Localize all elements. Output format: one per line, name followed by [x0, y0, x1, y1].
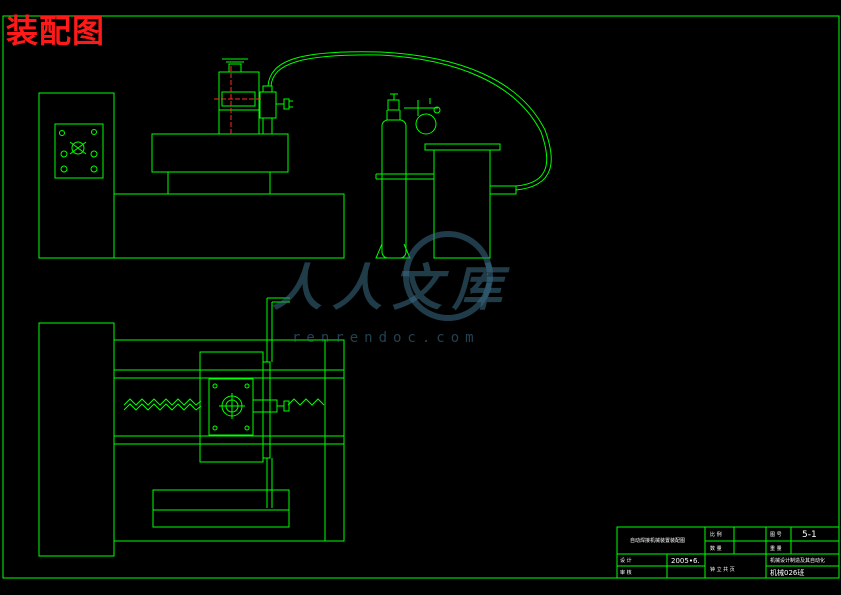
regulator: [415, 113, 437, 135]
gas-hose: [267, 51, 552, 191]
class-number: 机械026班: [770, 569, 805, 577]
label-qty: 重 量: [770, 546, 782, 552]
work-table: [151, 133, 289, 173]
label-designer: 设 计: [620, 558, 632, 564]
gas-cylinder: [381, 119, 407, 259]
top-control-cabinet: [38, 322, 115, 557]
watermark-text: 人人文库: [272, 258, 512, 317]
drawing-title: 装配图: [6, 12, 106, 50]
label-weight: 数 量: [710, 546, 722, 552]
title-block-lines: [616, 526, 840, 579]
spindle-head: [218, 71, 260, 135]
control-cabinet: [38, 92, 115, 259]
drawing-number: 5-1: [802, 530, 817, 540]
watermark-url: renrendoc.com: [292, 330, 480, 346]
drawing-date: 2005•6.: [671, 557, 700, 565]
school-name: 机械设计制造及其自动化: [770, 558, 826, 564]
knob: [59, 130, 65, 136]
watermark-circle: [403, 231, 493, 321]
label-checker: 审 核: [620, 570, 632, 576]
dial-gauge: [71, 141, 85, 155]
label-ratio: 比 例: [710, 532, 722, 538]
bottom-block: [152, 489, 290, 528]
label-drawing-no: 图 号: [770, 532, 782, 538]
control-panel: [54, 123, 104, 179]
wire-feeder: [433, 149, 491, 259]
base-column: [167, 171, 271, 195]
lead-screw: [123, 398, 202, 406]
drawing-name: 自动焊接机械装置装配图: [630, 538, 686, 544]
drawing-frame: [2, 15, 840, 579]
top-base: [113, 339, 345, 542]
label-sign: 钟 立 共 页: [710, 567, 735, 573]
torch-holder: [259, 91, 277, 119]
